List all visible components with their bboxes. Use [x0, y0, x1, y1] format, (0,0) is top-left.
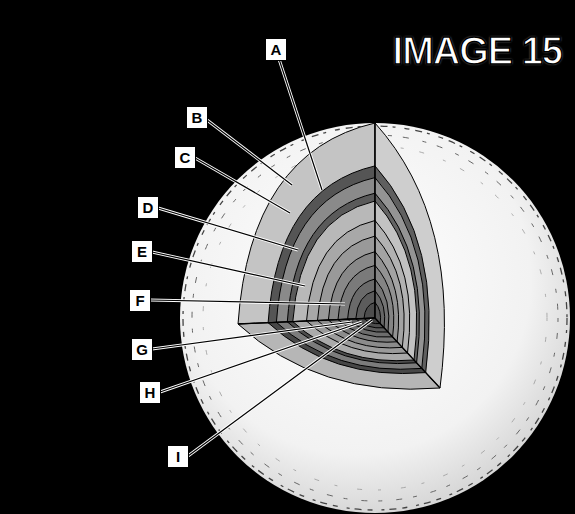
- cut-edge: [375, 318, 440, 388]
- callout-letter: H: [145, 385, 156, 400]
- callout-box: A: [265, 38, 287, 61]
- layer-band: [328, 252, 375, 320]
- callout-letter: I: [176, 449, 180, 464]
- image-title: IMAGE 15: [393, 30, 562, 73]
- layer-band: [364, 302, 375, 318]
- layer-band: [348, 279, 375, 319]
- layer-band: [307, 221, 376, 322]
- callout-box: G: [131, 338, 153, 361]
- layer-band: [238, 123, 375, 324]
- callout-box: F: [129, 289, 151, 312]
- star-sphere: [180, 123, 570, 513]
- layer-band: [318, 236, 376, 320]
- callout-box: B: [186, 106, 208, 129]
- leader-lines: [150, 59, 372, 456]
- layer-band: [338, 265, 375, 319]
- callout-box: I: [167, 445, 189, 468]
- callout-letter: F: [135, 293, 144, 308]
- callout-letter: E: [137, 244, 147, 259]
- callout-box: C: [174, 146, 196, 169]
- callout-letter: D: [143, 200, 154, 215]
- layer-band: [356, 291, 375, 319]
- callout-letter: B: [192, 110, 203, 125]
- callout-letter: A: [271, 42, 282, 57]
- callout-letter: G: [136, 342, 148, 357]
- layer-band: [276, 178, 375, 323]
- star-layers: [238, 123, 444, 389]
- callout-box: D: [137, 196, 159, 219]
- cut-edge: [374, 123, 375, 318]
- callout-box: H: [139, 381, 161, 404]
- callout-box: E: [131, 240, 153, 263]
- callout-letter: C: [180, 150, 191, 165]
